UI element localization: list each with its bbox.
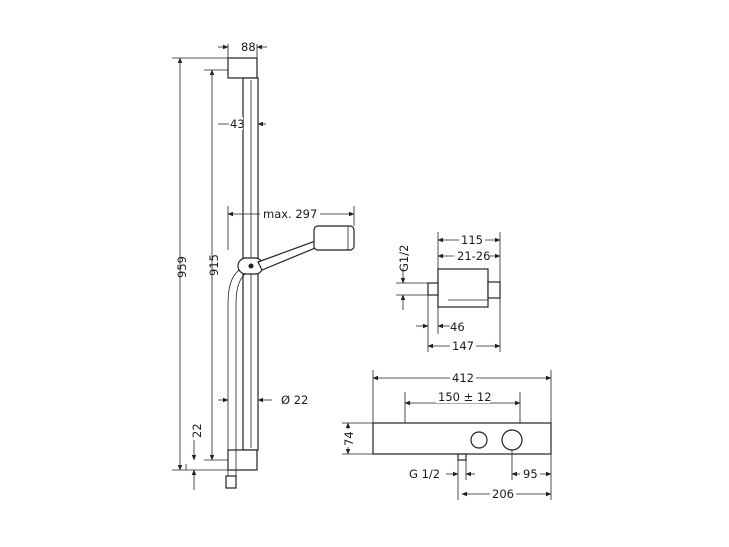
shower-arm	[257, 239, 321, 271]
bar-diameter-label: Ø 22	[281, 393, 308, 407]
side-total-depth-label: 147	[452, 339, 474, 353]
rail-height-label: 915	[207, 254, 221, 276]
front-inlet-spacing-label: 150 ± 12	[438, 390, 492, 404]
shower-rail-drawing	[225, 57, 355, 489]
front-right-distance-label: 206	[492, 487, 514, 501]
thermostat-side-knob	[487, 281, 501, 299]
thermostat-front-dimensions: 412 150 ± 12 74 G 1/2 95 206	[341, 370, 552, 501]
rail-width-label: 88	[241, 40, 256, 54]
thermostat-front-outlet	[457, 453, 467, 461]
side-offset-label: 46	[450, 320, 465, 334]
thermostat-side-drawing	[427, 268, 501, 308]
thermostat-side-body	[437, 268, 489, 308]
rail-top-bracket	[227, 57, 258, 79]
front-outlet-offset-label: 95	[523, 467, 538, 481]
thermostat-front-knob	[501, 429, 523, 451]
arm-reach-label: max. 297	[263, 207, 317, 221]
shower-head	[313, 225, 355, 251]
side-depth-range-label: 21-26	[457, 249, 490, 263]
rail-dimensions: 88 959 915 43 max. 297 Ø 22 22	[172, 40, 355, 490]
rail-total-height-label: 959	[175, 256, 189, 278]
front-height-label: 74	[342, 431, 356, 446]
thermostat-side-inlet	[427, 282, 439, 296]
bottom-offset-label: 22	[190, 423, 204, 438]
thermostat-front-drawing	[372, 422, 552, 461]
side-depth-label: 115	[461, 233, 483, 247]
thermostat-front-button	[470, 431, 488, 449]
front-outlet-thread-label: G 1/2	[409, 467, 440, 481]
bar-offset-label: 43	[230, 117, 245, 131]
rail-bottom-bracket	[227, 449, 258, 471]
front-width-label: 412	[452, 371, 474, 385]
thermostat-side-dimensions: 115 21-26 G1/2 46 147	[396, 232, 501, 353]
thermostat-front-body	[372, 422, 552, 455]
side-inlet-thread-label: G1/2	[397, 245, 411, 272]
